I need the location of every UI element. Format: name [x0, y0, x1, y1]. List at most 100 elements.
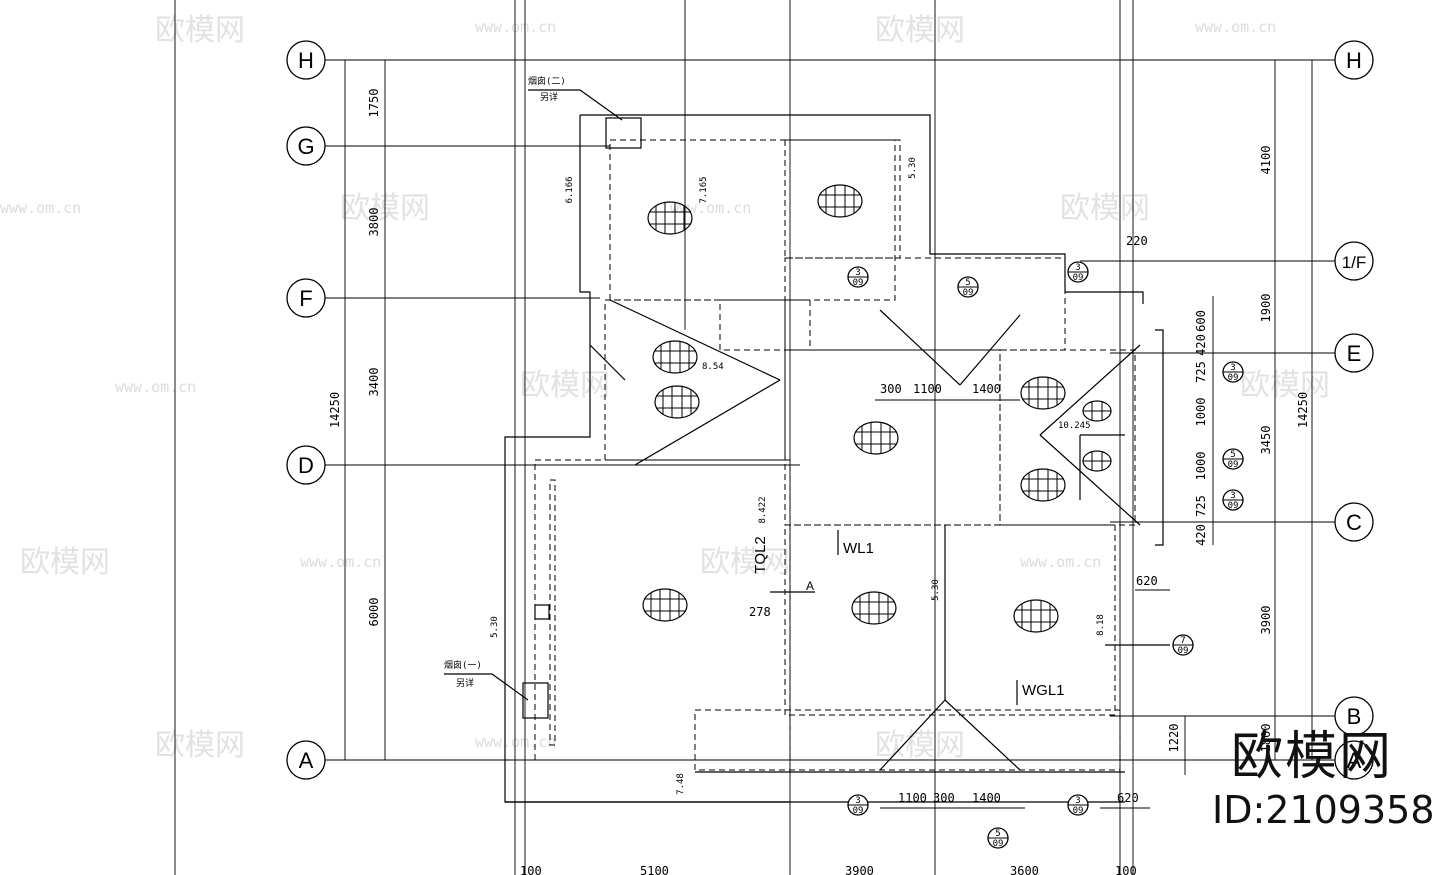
- dim-small: 1000: [1194, 452, 1208, 481]
- dim-bottom: 100: [1115, 864, 1137, 875]
- svg-text:09: 09: [993, 839, 1004, 849]
- svg-text:C: C: [1346, 510, 1362, 535]
- axis-bubble-F-left: F: [286, 278, 326, 318]
- label-wl1: WL1: [843, 540, 874, 557]
- bottom-dimensions: 100 5100 3900 3600 100: [520, 864, 1137, 875]
- svg-text:09: 09: [1073, 806, 1084, 816]
- svg-text:5: 5: [965, 278, 970, 288]
- dim-small: 220: [1126, 234, 1148, 248]
- beam-labels: WL1 WGL1 TQL2 A: [752, 530, 1065, 705]
- dim-inner: 1100: [913, 382, 942, 396]
- model-id: ID:2109358: [1212, 788, 1435, 832]
- dim-right: 3900: [1259, 606, 1273, 635]
- dim-bottom: 3900: [845, 864, 874, 875]
- elevation-marks: 6.166 7.165 5.30 8.54 10.245 8.422 5.30 …: [490, 157, 1106, 795]
- watermark-url: www.om.cn: [115, 378, 196, 396]
- dim-small: 420: [1194, 334, 1208, 356]
- horizontal-axis-lines: [325, 59, 1335, 761]
- dim-right: 1220: [1167, 724, 1181, 753]
- dim-inner: 300: [933, 791, 955, 805]
- svg-text:3: 3: [1230, 363, 1235, 373]
- elevation-text: 8.54: [702, 362, 724, 372]
- right-small-dimensions: 220 600 420 725 1000 1000 725 420 620: [1126, 234, 1208, 588]
- skylight-small: [1082, 400, 1112, 422]
- dim-right: 1900: [1259, 294, 1273, 323]
- detail-mark: 509: [957, 276, 979, 298]
- svg-text:H: H: [298, 48, 314, 73]
- svg-text:5: 5: [1230, 450, 1235, 460]
- svg-text:09: 09: [963, 288, 974, 298]
- dim-inner: 278: [749, 605, 771, 619]
- elevation-text: 5.30: [490, 616, 500, 638]
- axis-bubble-1F-right: 1/F: [1334, 241, 1374, 281]
- axis-bubbles-left: H G F D A: [286, 40, 326, 780]
- watermark-text: 欧模网: [700, 545, 790, 580]
- svg-text:1/F: 1/F: [1342, 253, 1367, 272]
- elevation-text: 7.165: [699, 176, 709, 203]
- dim-left: 1750: [367, 89, 381, 118]
- dim-bottom: 5100: [640, 864, 669, 875]
- axis-bubble-A-left: A: [286, 740, 326, 780]
- skylight: [1013, 599, 1059, 633]
- dim-small: 725: [1194, 361, 1208, 383]
- dim-right: 14250: [1296, 392, 1310, 428]
- svg-text:09: 09: [853, 278, 864, 288]
- axis-bubble-D-left: D: [286, 445, 326, 485]
- dim-small: 600: [1194, 310, 1208, 332]
- watermark-url: www.om.cn: [1020, 553, 1101, 571]
- svg-text:D: D: [298, 453, 314, 478]
- dim-bottom: 100: [520, 864, 542, 875]
- chimney-bottom-label: 烟囱(一): [444, 659, 482, 671]
- axis-bubble-E-right: E: [1334, 333, 1374, 373]
- svg-text:3: 3: [855, 796, 860, 806]
- skylight-small: [1082, 450, 1112, 472]
- dim-left: 3400: [367, 368, 381, 397]
- elevation-text: 5.30: [908, 157, 918, 179]
- svg-text:5: 5: [995, 829, 1000, 839]
- elevation-text: 8.422: [758, 496, 768, 523]
- detail-mark: 509: [1222, 448, 1244, 470]
- detail-mark: 309: [1222, 489, 1244, 511]
- dim-left: 3800: [367, 208, 381, 237]
- column-hatch: [534, 604, 550, 620]
- elevation-text: 8.18: [1096, 614, 1106, 636]
- svg-text:09: 09: [1228, 501, 1239, 511]
- vertical-axis-lines: [344, 0, 1313, 875]
- svg-text:3: 3: [1075, 796, 1080, 806]
- dim-inner: 620: [1117, 791, 1139, 805]
- watermark-url: www.om.cn: [475, 733, 556, 751]
- svg-text:09: 09: [853, 806, 864, 816]
- skylight: [647, 201, 693, 235]
- dim-bottom: 3600: [1010, 864, 1039, 875]
- label-tql2: TQL2: [752, 536, 769, 574]
- skylight: [652, 340, 698, 374]
- dim-inner: 1400: [972, 791, 1001, 805]
- axis-bubbles-right: H 1/F E C B A: [1334, 40, 1374, 780]
- watermark-url: www.om.cn: [0, 199, 81, 217]
- dim-left: 6000: [367, 598, 381, 627]
- skylight: [1020, 376, 1066, 410]
- axis-bubble-G-left: G: [286, 126, 326, 166]
- left-dimensions: 1750 3800 3400 14250 6000: [328, 89, 381, 627]
- watermark-url: www.om.cn: [1195, 18, 1276, 36]
- detail-mark: 509: [987, 827, 1009, 849]
- svg-text:A: A: [1347, 748, 1362, 773]
- detail-mark: 709: [1172, 634, 1194, 656]
- svg-text:A: A: [299, 748, 314, 773]
- elevation-text: 10.245: [1058, 421, 1091, 431]
- svg-text:H: H: [1346, 48, 1362, 73]
- detail-mark: 309: [1067, 261, 1089, 283]
- watermark-text: 欧模网: [155, 728, 245, 763]
- chimney-2: [605, 117, 642, 149]
- detail-mark: 309: [847, 266, 869, 288]
- detail-marks: 309 509 309 309 509 309 709 309 309 509: [847, 261, 1244, 849]
- svg-text:B: B: [1347, 704, 1362, 729]
- watermark-url: www.om.cn: [300, 553, 381, 571]
- brand-stamp: 欧模网 ID:2109358: [1212, 726, 1435, 832]
- svg-text:09: 09: [1228, 460, 1239, 470]
- skylights: [642, 184, 1112, 633]
- skylight: [654, 385, 700, 419]
- label-a: A: [806, 579, 814, 593]
- skylight: [817, 184, 863, 218]
- detail-mark: 309: [847, 794, 869, 816]
